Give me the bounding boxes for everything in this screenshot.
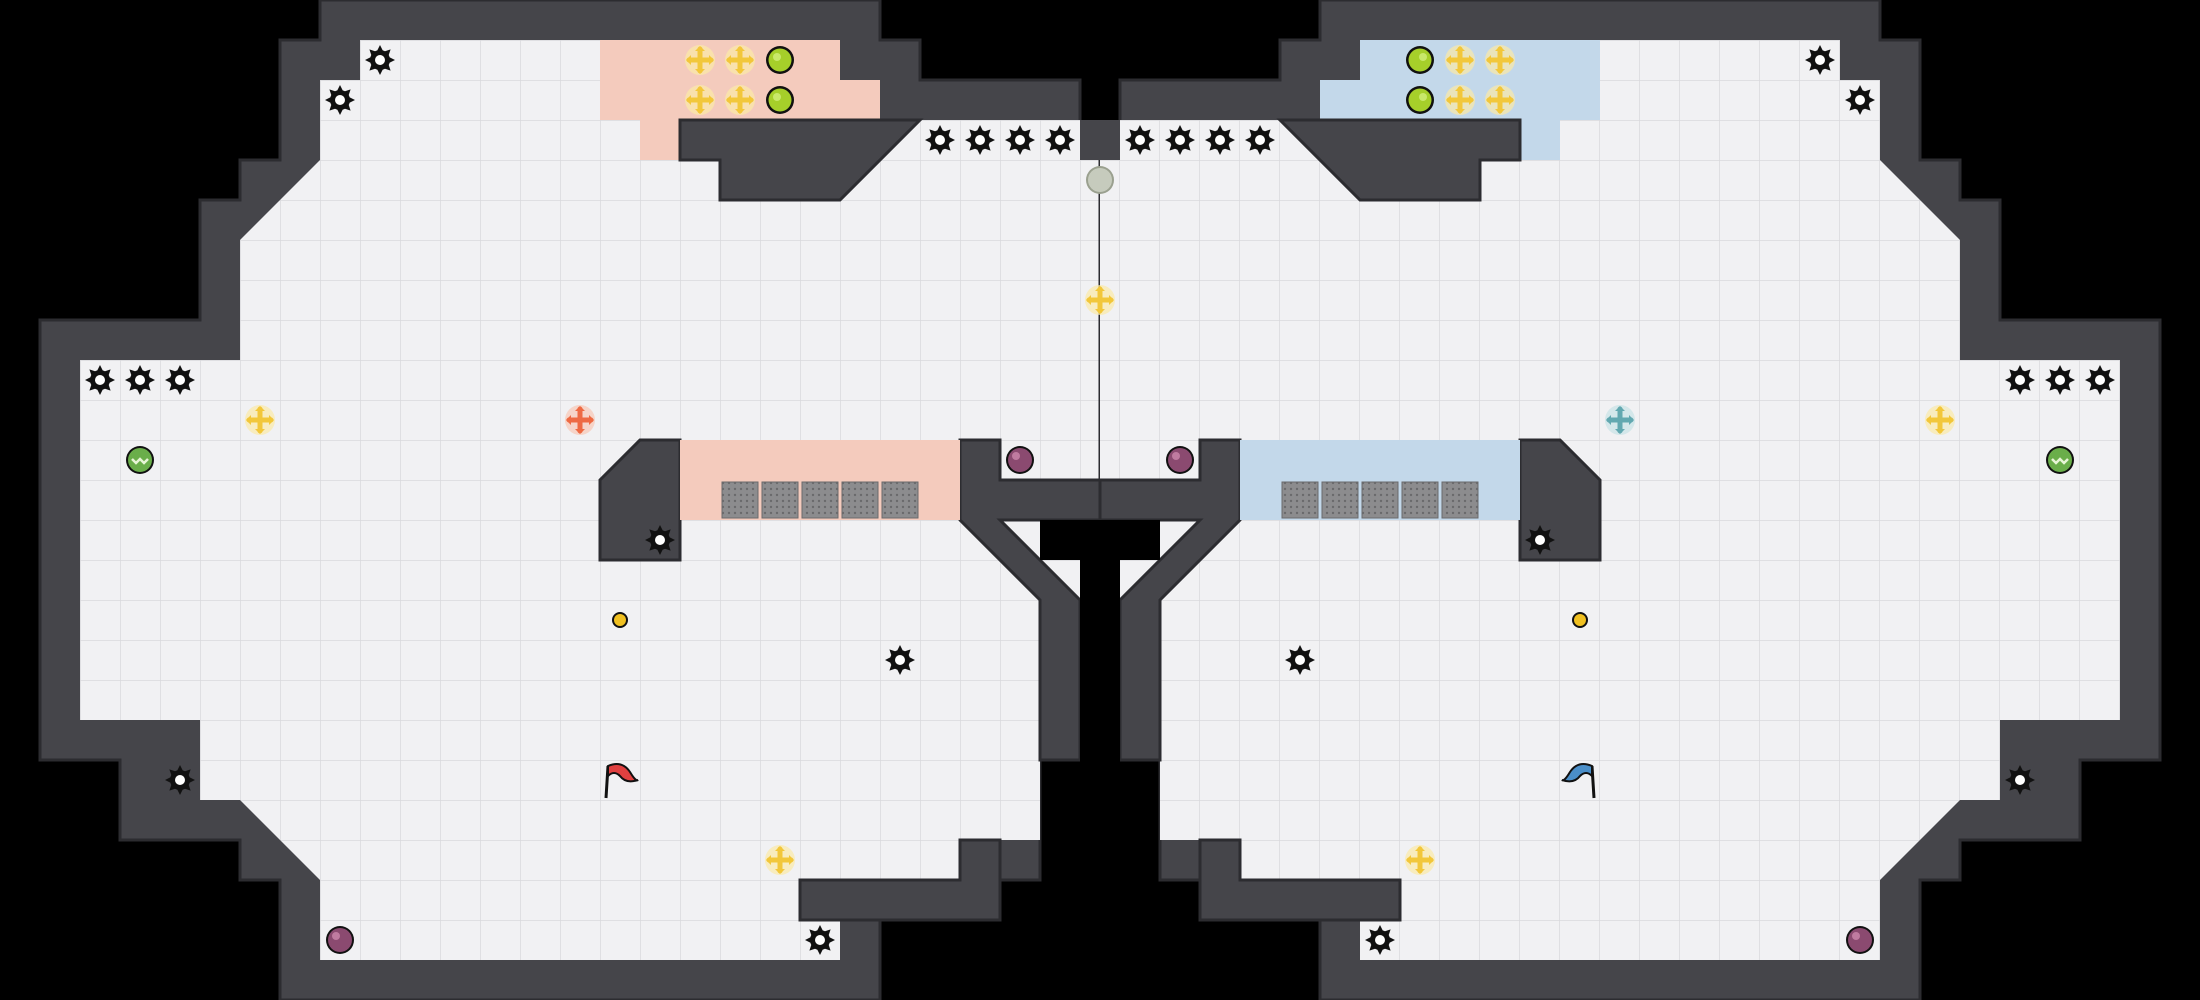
wall-notch (1080, 120, 1120, 160)
powerup-icon (1445, 85, 1475, 115)
mine-icon (125, 365, 155, 395)
center-void (1080, 760, 1120, 1000)
powerup-icon (685, 45, 715, 75)
pills (766, 46, 794, 114)
mine-icon (2045, 365, 2075, 395)
pill-icon (1406, 46, 1434, 74)
orbs (126, 446, 1034, 954)
pills (1406, 46, 1434, 114)
orb-icon (326, 926, 354, 954)
powerup-icon (725, 45, 755, 75)
powerup-teal-icon (1605, 405, 1635, 435)
powerup-icon (1405, 845, 1435, 875)
blue-flag-icon (1561, 763, 1596, 799)
orb-icon (1846, 926, 1874, 954)
powerup-orange-icon (565, 405, 595, 435)
red-base-zone (600, 40, 840, 80)
gate (1321, 481, 1359, 519)
gate (721, 481, 759, 519)
mine-icon (965, 125, 995, 155)
red-half (38, 0, 1120, 1000)
floor (1100, 40, 2120, 960)
mine-icon (2085, 365, 2115, 395)
mine-icon (1165, 125, 1195, 155)
mine-icon (1045, 125, 1075, 155)
mine-icon (85, 365, 115, 395)
blue-base-zone (1520, 120, 1560, 160)
mine-icon (1125, 125, 1155, 155)
green-orb-icon (2046, 446, 2074, 474)
orb-icon (1006, 446, 1034, 474)
mine-icon (1245, 125, 1275, 155)
mine-icon (1805, 45, 1835, 75)
mine-icon (645, 525, 675, 555)
gate (881, 481, 919, 519)
gate (1361, 481, 1399, 519)
orb-icon (1166, 446, 1194, 474)
mine-icon (805, 925, 835, 955)
gate (1401, 481, 1439, 519)
blue-base-zone (1360, 40, 1600, 80)
wall-block (798, 838, 1002, 922)
powerup-icon (725, 85, 755, 115)
green-orb-icon (126, 446, 154, 474)
mine-icon (1285, 645, 1315, 675)
powerup-icon (765, 845, 795, 875)
powerups (245, 45, 795, 875)
mine-icon (1525, 525, 1555, 555)
red-flag-icon (604, 763, 639, 799)
wall-block (1198, 838, 1402, 922)
center-powerup-icon (1085, 285, 1115, 315)
pill-icon (766, 86, 794, 114)
floor (80, 40, 1100, 960)
mine-icon (325, 85, 355, 115)
powerup-icon (245, 405, 275, 435)
mine-icon (1845, 85, 1875, 115)
mine-icon (2005, 365, 2035, 395)
blue-half (1080, 0, 2162, 1000)
gate-row (721, 481, 919, 519)
center-void (1080, 560, 1120, 760)
pill-icon (766, 46, 794, 74)
powerup-icon (1925, 405, 1955, 435)
powerups (1405, 45, 1955, 875)
gate (801, 481, 839, 519)
pill-icon (1406, 86, 1434, 114)
red-base-zone (640, 120, 680, 160)
powerup-icon (1485, 85, 1515, 115)
gate (761, 481, 799, 519)
wall-block (1276, 118, 1522, 202)
mine-icon (165, 365, 195, 395)
wall-block (678, 118, 924, 202)
mine-icon (365, 45, 395, 75)
mine-icon (165, 765, 195, 795)
mine-icon (1365, 925, 1395, 955)
mine-icon (885, 645, 915, 675)
gate (1441, 481, 1479, 519)
mine-icon (925, 125, 955, 155)
mine-icon (1205, 125, 1235, 155)
mine-icon (1005, 125, 1035, 155)
coin-icon (1572, 612, 1588, 628)
gate (1281, 481, 1319, 519)
orbs (1166, 446, 2074, 954)
neutral-spawn-icon (1086, 166, 1114, 194)
powerup-icon (1485, 45, 1515, 75)
coin-icon (612, 612, 628, 628)
gate (841, 481, 879, 519)
powerup-icon (685, 85, 715, 115)
center-void (1040, 520, 1160, 560)
gate-row (1281, 481, 1479, 519)
mine-icon (2005, 765, 2035, 795)
powerup-icon (1445, 45, 1475, 75)
